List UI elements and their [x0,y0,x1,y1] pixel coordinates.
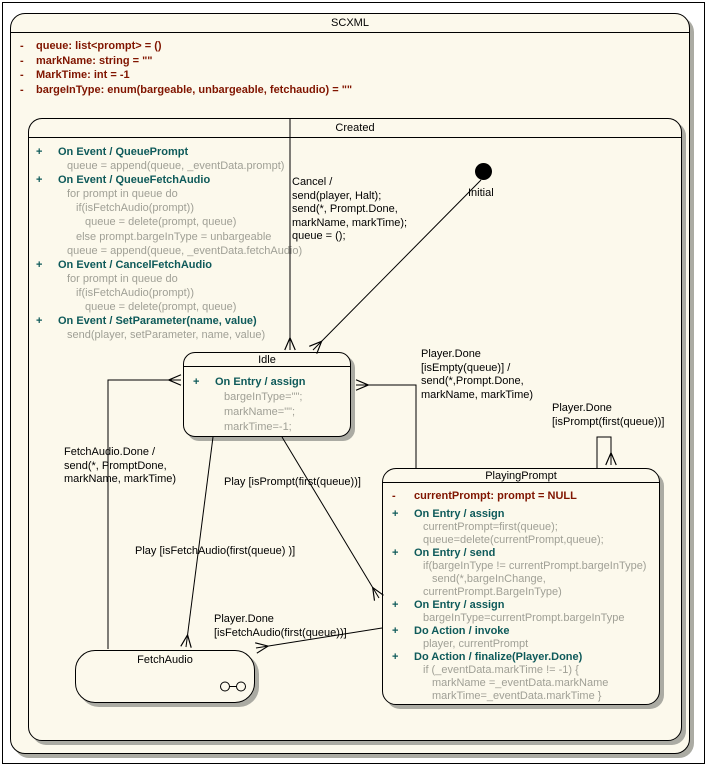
code-line: send(player, setParameter, name, value) [67,329,266,342]
code-line: +On Event / QueueFetchAudio [36,174,211,187]
code-line: queue = delete(prompt, queue) [85,216,237,229]
code-line: +Do Action / finalize(Player.Done) [392,651,583,663]
code-line: markTime=-1; [224,421,292,433]
code-line: +On Entry / assign [392,508,505,520]
code-line: queue=delete(currentPrompt,queue); [423,534,604,546]
code-line: bargeInType=currentPrompt.bargeInType [423,612,625,624]
initial-state-label: Initial [468,187,494,199]
code-line: for prompt in queue do [67,188,178,201]
code-line: +On Entry / assign [193,376,306,388]
transition-label-play-prompt: Play [isPrompt(first(queue))] [224,476,361,488]
code-line: currentPrompt=first(queue); [423,521,558,533]
code-line: for prompt in queue do [67,272,178,285]
code-line: -currentPrompt: prompt = NULL [392,490,577,502]
transition-label-fetchdone: FetchAudio.Done / send(*, PromptDone, ma… [64,446,177,485]
state-idle: Idle [183,352,351,437]
code-line: markName =_eventData.markName [432,677,609,689]
code-line: markName=""; [224,406,296,418]
code-line: if(isFetchAudio(prompt)) [76,202,194,215]
idle-behaviors: +On Entry / assign bargeInType=""; markNam… [191,375,305,435]
scxml-attributes: -queue: list<prompt> = () -markName: stri… [18,39,352,97]
code-line: player, currentPrompt [423,638,529,650]
code-line: else prompt.bargeInType = unbargeable [76,230,272,243]
transition-label-playerdone-prompt: Player.Done [isPrompt(first(queue))] [552,402,665,428]
code-line: queue = append(queue, _eventData.prompt) [67,160,285,173]
code-line: -markName: string = "" [20,54,153,67]
state-idle-title: Idle [184,353,350,367]
code-line: markTime=_eventData.markTime } [432,690,602,702]
code-line: +On Event / CancelFetchAudio [36,258,213,271]
code-line: -MarkTime: int = -1 [20,69,130,81]
code-line: +On Event / SetParameter(name, value) [36,315,257,328]
state-created-title: Created [29,119,681,138]
code-line: +On Entry / send [392,547,496,559]
code-line: currentPrompt.BargeInType) [423,586,562,598]
state-scxml-title: SCXML [11,14,689,33]
submachine-infinity-icon [220,681,246,692]
transition-label-play-fetch: Play [isFetchAudio(first(queue) )] [135,545,296,557]
state-playingprompt-title: PlayingPrompt [383,469,659,483]
code-line: -queue: list<prompt> = () [20,40,162,52]
code-line: if(isFetchAudio(prompt)) [76,286,194,299]
state-fetchaudio: FetchAudio [75,650,255,703]
code-line: queue = append(queue, _eventData.fetchAu… [67,244,303,257]
code-line: bargeInType=""; [224,391,303,403]
code-line: -bargeInType: enum(bargeable, unbargeabl… [20,83,353,96]
code-line: if(bargeInType != currentPrompt.bargeInT… [423,560,647,572]
code-line: +Do Action / invoke [392,625,510,637]
code-line: +On Event / QueuePrompt [36,146,189,158]
transition-label-cancel: Cancel / send(player, Halt); send(*, Pro… [292,176,408,242]
code-line: send(*,bargeInChange, [432,573,546,585]
transition-label-playerdone-fetch: Player.Done [isFetchAudio(first(queue))] [214,613,347,639]
code-line: if (_eventData.markTime != -1) { [423,664,579,676]
code-line: +On Entry / assign [392,599,505,611]
code-line: queue = delete(prompt, queue) [85,301,237,314]
initial-state-dot [475,163,492,180]
state-fetchaudio-title: FetchAudio [137,654,193,666]
transition-label-playerdone-empty: Player.Done [isEmpty(queue)] / send(*,Pr… [421,348,534,401]
playingprompt-behaviors: -currentPrompt: prompt = NULL +On Entry /… [390,490,646,703]
created-behaviors: +On Event / QueuePrompt queue = append(qu… [34,145,302,342]
